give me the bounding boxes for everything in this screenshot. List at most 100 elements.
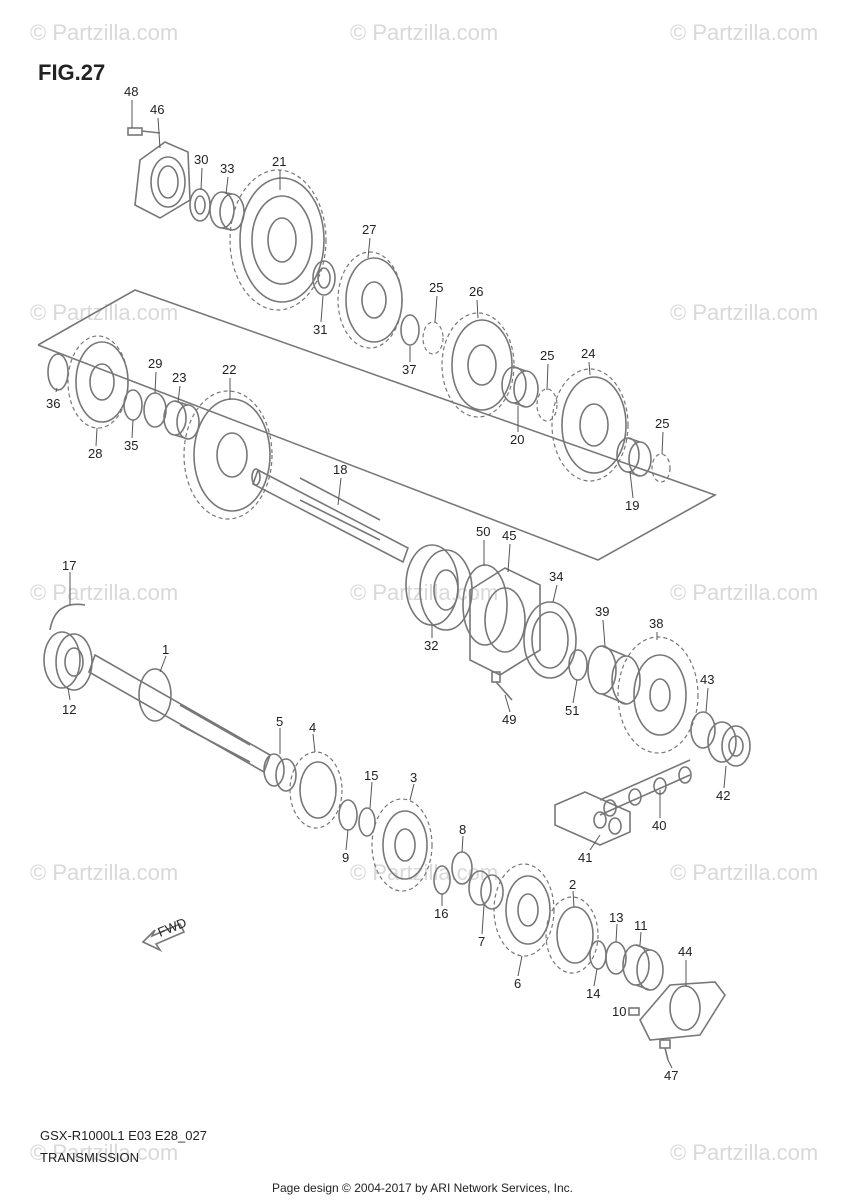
model-code: GSX-R1000L1 E03 E28_027 — [40, 1128, 207, 1143]
figure-title: FIG.27 — [38, 60, 105, 85]
watermark: © Partzilla.com — [350, 20, 498, 45]
callout-29[interactable]: 29 — [148, 356, 162, 371]
lower-shaft-parts — [43, 603, 726, 1061]
needle-bearing-33 — [209, 191, 245, 231]
callout-26[interactable]: 26 — [469, 284, 483, 299]
callout-51[interactable]: 51 — [565, 703, 579, 718]
callout-33[interactable]: 33 — [220, 161, 234, 176]
upper-shaft-parts — [47, 127, 671, 564]
forward-arrow: FWD — [141, 915, 189, 952]
leader-lines — [55, 100, 727, 1069]
washer-31-inner — [317, 267, 331, 289]
callout-34[interactable]: 34 — [549, 569, 563, 584]
callout-16[interactable]: 16 — [434, 906, 448, 921]
washer-25a — [422, 321, 444, 355]
callout-50[interactable]: 50 — [476, 524, 490, 539]
callout-2[interactable]: 2 — [569, 877, 576, 892]
watermark: © Partzilla.com — [670, 580, 818, 605]
callout-13[interactable]: 13 — [609, 910, 623, 925]
callout-49[interactable]: 49 — [502, 712, 516, 727]
gear-21 — [229, 169, 327, 311]
callout-3[interactable]: 3 — [410, 770, 417, 785]
screw-49 — [491, 671, 513, 701]
callout-7[interactable]: 7 — [478, 934, 485, 949]
callout-19[interactable]: 19 — [625, 498, 639, 513]
callout-24[interactable]: 24 — [581, 346, 595, 361]
bearing-11 — [622, 944, 664, 991]
callout-48[interactable]: 48 — [124, 84, 138, 99]
washer-30-inner — [194, 195, 206, 215]
washer-25c — [651, 453, 671, 483]
watermark: © Partzilla.com — [350, 580, 498, 605]
callout-4[interactable]: 4 — [309, 720, 316, 735]
callout-38[interactable]: 38 — [649, 616, 663, 631]
ring-34-inner — [531, 611, 569, 669]
callouts: 48 46 30 33 21 27 31 25 26 37 25 24 20 2… — [46, 84, 730, 1083]
watermark: © Partzilla.com — [670, 300, 818, 325]
callout-20[interactable]: 20 — [510, 432, 524, 447]
callout-39[interactable]: 39 — [595, 604, 609, 619]
gear-6 — [493, 863, 555, 957]
circlip-14 — [589, 940, 607, 970]
washer-25b — [536, 388, 558, 422]
forward-label: FWD — [156, 915, 189, 940]
chain-joint-41 — [554, 791, 631, 846]
callout-28[interactable]: 28 — [88, 446, 102, 461]
bushing-20 — [501, 366, 539, 408]
gear-27 — [337, 251, 403, 349]
callout-8[interactable]: 8 — [459, 822, 466, 837]
pin-10 — [628, 1007, 640, 1016]
callout-25[interactable]: 25 — [429, 280, 443, 295]
callout-27[interactable]: 27 — [362, 222, 376, 237]
callout-1[interactable]: 1 — [162, 642, 169, 657]
gear-22 — [183, 390, 273, 520]
watermark: © Partzilla.com — [30, 860, 178, 885]
screw-47 — [659, 1039, 671, 1061]
gear-28 — [67, 335, 129, 429]
washer-29 — [143, 392, 167, 428]
callout-9[interactable]: 9 — [342, 850, 349, 865]
callout-15[interactable]: 15 — [364, 768, 378, 783]
callout-32[interactable]: 32 — [424, 638, 438, 653]
callout-6[interactable]: 6 — [514, 976, 521, 991]
callout-41[interactable]: 41 — [578, 850, 592, 865]
nut-42 — [707, 721, 751, 767]
bearing-retainer-46 — [134, 141, 191, 219]
watermark: © Partzilla.com — [30, 580, 178, 605]
callout-47[interactable]: 47 — [664, 1068, 678, 1083]
retainer-44 — [639, 981, 726, 1041]
callout-12[interactable]: 12 — [62, 702, 76, 717]
callout-25[interactable]: 25 — [540, 348, 554, 363]
callout-31[interactable]: 31 — [313, 322, 327, 337]
callout-44[interactable]: 44 — [678, 944, 692, 959]
callout-5[interactable]: 5 — [276, 714, 283, 729]
callout-37[interactable]: 37 — [402, 362, 416, 377]
oil-seal-50 — [462, 564, 508, 646]
callout-11[interactable]: 11 — [634, 918, 648, 933]
callout-23[interactable]: 23 — [172, 370, 186, 385]
callout-35[interactable]: 35 — [124, 438, 138, 453]
callout-46[interactable]: 46 — [150, 102, 164, 117]
callout-17[interactable]: 17 — [62, 558, 76, 573]
callout-25[interactable]: 25 — [655, 416, 669, 431]
callout-10[interactable]: 10 — [612, 1004, 626, 1019]
washer-43 — [690, 711, 716, 749]
gear-2 — [545, 896, 599, 974]
callout-21[interactable]: 21 — [272, 154, 286, 169]
callout-40[interactable]: 40 — [652, 818, 666, 833]
callout-18[interactable]: 18 — [333, 462, 347, 477]
callout-42[interactable]: 42 — [716, 788, 730, 803]
callout-45[interactable]: 45 — [502, 528, 516, 543]
callout-36[interactable]: 36 — [46, 396, 60, 411]
watermark: © Partzilla.com — [30, 20, 178, 45]
page-design-credit: Page design © 2004-2017 by ARI Network S… — [272, 1181, 573, 1195]
callout-22[interactable]: 22 — [222, 362, 236, 377]
bushing-7 — [468, 870, 504, 910]
callout-14[interactable]: 14 — [586, 986, 600, 1001]
circlip-35 — [123, 389, 143, 421]
chain-40 — [599, 759, 692, 817]
callout-43[interactable]: 43 — [700, 672, 714, 687]
circlip-17 — [49, 603, 86, 631]
callout-30[interactable]: 30 — [194, 152, 208, 167]
